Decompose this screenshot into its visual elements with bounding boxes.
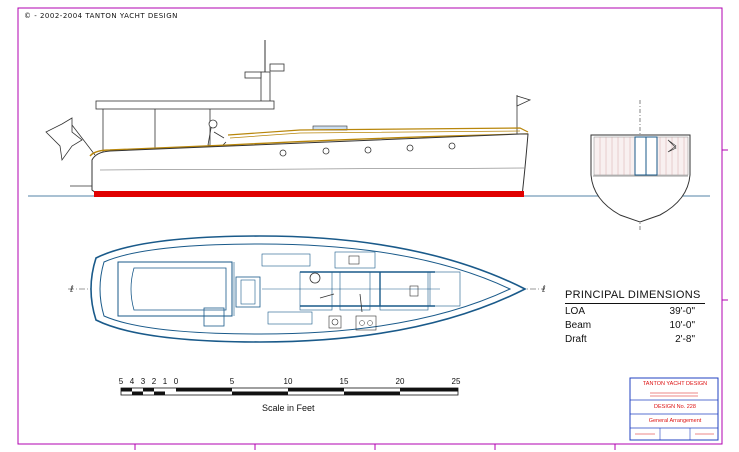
svg-text:ℓ: ℓ (541, 285, 546, 295)
scale-tick-label: 0 (173, 377, 179, 386)
bow-pennant-icon (516, 95, 532, 107)
helm-wheel-icon (309, 272, 321, 284)
portholes (279, 142, 456, 157)
scale-tick-label: 20 (395, 377, 405, 386)
title-block-sheet-name: General Arrangement (648, 418, 702, 424)
scale-tick-label: 4 (129, 377, 135, 386)
stern-flag-icon (45, 117, 83, 162)
scale-tick-label: 3 (140, 377, 146, 386)
bottom-paint (94, 191, 524, 197)
dimension-value: 10'-0" (669, 320, 695, 331)
dimension-value: 2'-8" (675, 334, 695, 345)
title-block-design-number: DESIGN No. 228 (654, 404, 696, 410)
principal-dimensions-underline (565, 303, 705, 304)
scale-tick-label: 5 (118, 377, 124, 386)
helmsman-icon (208, 119, 218, 129)
copyright-note: © - 2002-2004 TANTON YACHT DESIGN (24, 12, 178, 20)
scale-tick-label: 10 (283, 377, 293, 386)
scale-tick-label: 1 (162, 377, 168, 386)
sheer-line (89, 133, 529, 157)
principal-dimensions-title: PRINCIPAL DIMENSIONS (565, 289, 701, 301)
dimension-label: LOA (565, 306, 586, 317)
plan-view: ℓ ℓ (68, 235, 546, 343)
scale-caption: Scale in Feet (262, 403, 315, 413)
scale-bar (120, 387, 459, 396)
dimension-value: 39'-0" (669, 306, 695, 317)
dimension-label: Draft (565, 334, 587, 345)
profile-view (28, 40, 710, 197)
title-block (629, 377, 719, 441)
scale-tick-label: 25 (451, 377, 461, 386)
cabin-roof (95, 100, 275, 110)
title-block-firm: TANTON YACHT DESIGN (642, 381, 708, 387)
scale-tick-label: 15 (339, 377, 349, 386)
scale-tick-label: 2 (151, 377, 157, 386)
stern-view (590, 100, 691, 230)
svg-text:ℓ: ℓ (69, 285, 74, 295)
hull-profile (91, 133, 529, 197)
sheet-border (17, 7, 723, 445)
dimension-label: Beam (565, 320, 592, 331)
scale-tick-label: 5 (229, 377, 235, 386)
